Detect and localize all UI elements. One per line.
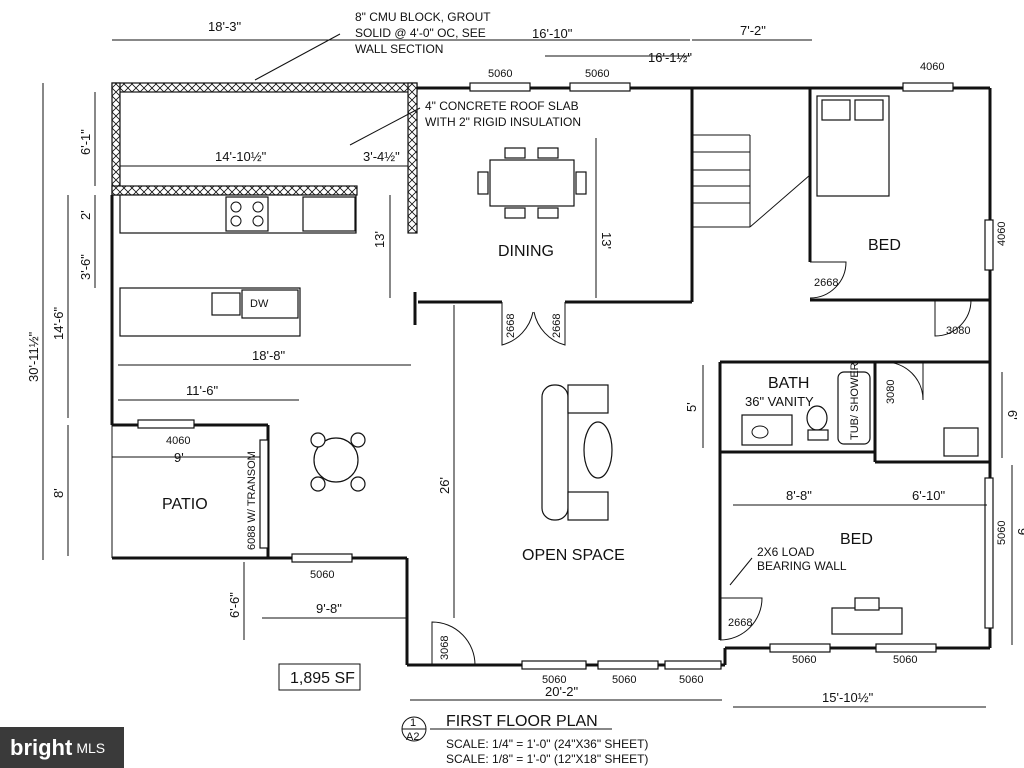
bed-upper-furniture xyxy=(816,95,890,197)
label-5060-a: 5060 xyxy=(488,68,512,80)
brightmls-watermark: bright MLS xyxy=(0,727,124,768)
scale-line-2: SCALE: 1/8" = 1'-0" (12"X18" SHEET) xyxy=(446,752,648,766)
bath-fixtures xyxy=(741,371,979,457)
dim-2: 2' xyxy=(78,210,93,220)
door-swings xyxy=(431,261,972,666)
dim-16-1-half: 16'-1½" xyxy=(648,50,692,65)
dim-14-10-half: 14'-10½" xyxy=(215,149,267,164)
label-2668-bed: 2668 xyxy=(814,277,838,289)
label-5060-bed-a: 5060 xyxy=(792,654,816,666)
room-bed-upper: BED xyxy=(868,237,901,254)
bubble-number: 1 xyxy=(410,717,416,729)
cmu-wall-top xyxy=(111,82,418,93)
label-5060-b: 5060 xyxy=(585,68,609,80)
dim-9-8: 9'-8" xyxy=(316,601,342,616)
cmu-wall-bottom xyxy=(111,185,358,196)
staircase xyxy=(692,134,811,228)
label-2668-right: 2668 xyxy=(551,314,563,338)
room-patio: PATIO xyxy=(162,496,208,513)
dim-15-10-half: 15'-10½" xyxy=(822,690,874,705)
cmu-wall-right xyxy=(407,82,418,234)
label-5060-bot-b: 5060 xyxy=(612,674,636,686)
room-open-space: OPEN SPACE xyxy=(522,547,625,564)
room-dining: DINING xyxy=(498,243,554,260)
title-bubble xyxy=(401,716,612,742)
dim-14-6: 14'-6" xyxy=(51,306,66,340)
dim-13-dining: 13' xyxy=(599,232,614,249)
kitchen-counters xyxy=(119,194,357,337)
room-bed-lower: BED xyxy=(840,531,873,548)
dim-6-10: 6'-10" xyxy=(912,488,946,503)
label-4060-top: 4060 xyxy=(920,61,944,73)
room-bath: BATH xyxy=(768,375,809,392)
dim-3-6: 3'-6" xyxy=(78,254,93,280)
label-5060-bot-c: 5060 xyxy=(679,674,703,686)
label-3080-a: 3080 xyxy=(946,325,970,337)
cmu-wall-left xyxy=(111,82,121,196)
desk xyxy=(831,597,903,635)
watermark-suffix: MLS xyxy=(76,739,106,756)
dim-9: 9' xyxy=(174,450,184,465)
dim-7-2: 7'-2" xyxy=(740,23,766,38)
round-table xyxy=(310,432,366,492)
dim-26: 26' xyxy=(437,477,452,494)
room-tub: TUB/ SHOWER xyxy=(849,362,861,440)
bubble-sheet: A2 xyxy=(406,731,419,743)
dim-30-11-half: 30'-11½" xyxy=(26,331,41,382)
dim-6: 6' xyxy=(1005,410,1020,420)
label-2668-left: 2668 xyxy=(505,314,517,338)
plan-title: FIRST FLOOR PLAN xyxy=(446,713,598,730)
dim-6-6: 6'-6" xyxy=(227,592,242,618)
note-transom: 6088 W/ TRANSOM xyxy=(246,451,258,550)
dimension-lines xyxy=(42,33,1013,708)
label-5060-bot-a: 5060 xyxy=(542,674,566,686)
dim-18-3: 18'-3" xyxy=(208,19,242,34)
dim-6-1: 6'-1" xyxy=(78,129,93,155)
note-cmu-1: 8" CMU BLOCK, GROUT xyxy=(355,10,491,24)
note-cmu-2: SOLID @ 4'-0" OC, SEE xyxy=(355,26,486,40)
interior-walls xyxy=(413,88,990,640)
dim-18-8: 18'-8" xyxy=(252,348,286,363)
note-cmu-3: WALL SECTION xyxy=(355,42,443,56)
dim-8: 8' xyxy=(51,488,66,498)
dim-13-left: 13' xyxy=(372,231,387,248)
watermark-brand: bright xyxy=(10,734,73,760)
windows xyxy=(137,82,994,670)
dim-8-8: 8'-8" xyxy=(786,488,812,503)
scale-line-1: SCALE: 1/4" = 1'-0" (24"X36" SHEET) xyxy=(446,737,648,751)
label-4060-patio: 4060 xyxy=(166,435,190,447)
room-vanity: 36" VANITY xyxy=(745,394,814,409)
dim-9-right: 9' xyxy=(1015,528,1024,538)
dining-table xyxy=(477,147,587,219)
dishwasher-label: DW xyxy=(250,298,269,310)
note-load-2: BEARING WALL xyxy=(757,559,847,573)
sofa xyxy=(541,384,613,521)
note-roof-1: 4" CONCRETE ROOF SLAB xyxy=(425,99,579,113)
label-2668-bed2: 2668 xyxy=(728,617,752,629)
dim-11-6: 11'-6" xyxy=(186,383,219,398)
area-box xyxy=(278,663,361,691)
label-5060-right: 5060 xyxy=(996,521,1008,545)
label-4060-right: 4060 xyxy=(996,222,1008,246)
label-5060-c: 5060 xyxy=(310,569,334,581)
area-label: 1,895 SF xyxy=(290,670,355,687)
note-load-1: 2X6 LOAD xyxy=(757,545,815,559)
label-3080-b: 3080 xyxy=(885,380,897,404)
dim-3-4-half: 3'-4½" xyxy=(363,149,400,164)
dim-16-10: 16'-10" xyxy=(532,26,573,41)
dim-5: 5' xyxy=(684,402,699,412)
dim-20-2: 20'-2" xyxy=(545,684,579,699)
label-3068: 3068 xyxy=(439,636,451,660)
note-roof-2: WITH 2" RIGID INSULATION xyxy=(425,115,581,129)
label-5060-bed-b: 5060 xyxy=(893,654,917,666)
